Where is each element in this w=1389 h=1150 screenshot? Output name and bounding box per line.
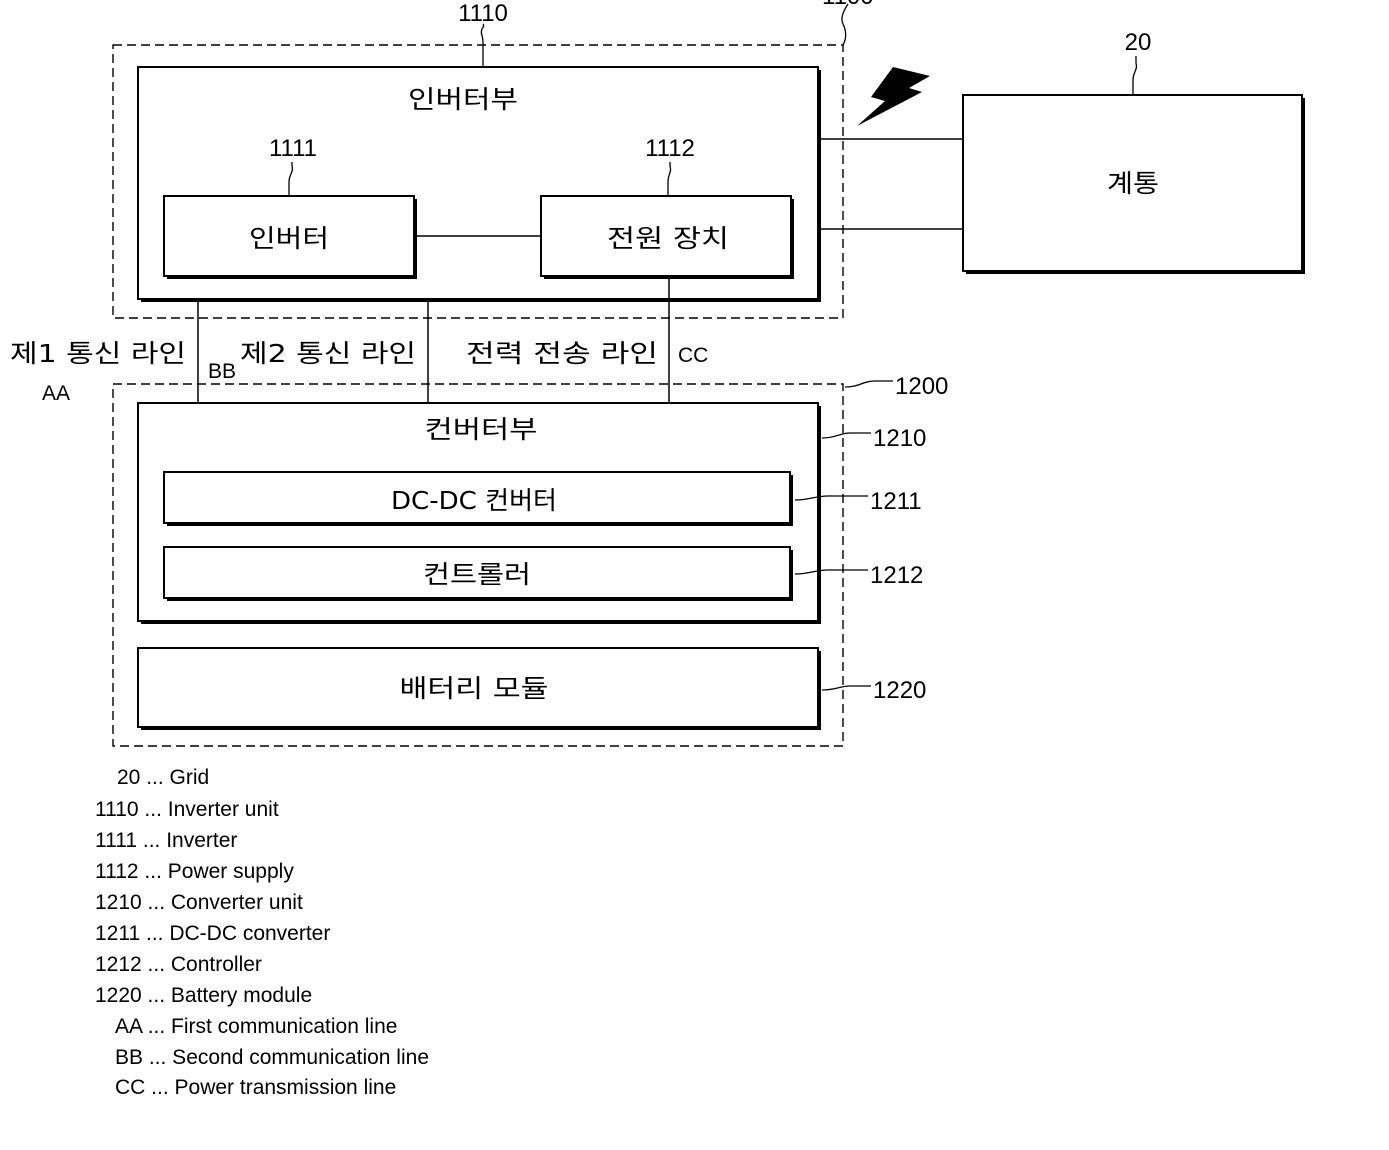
system-group-leader (842, 4, 848, 45)
first-comm-tag: AA (42, 382, 70, 405)
power-tx-label: 전력 전송 라인 (466, 339, 658, 368)
system-group-ref: 1100 (822, 0, 874, 10)
power-tx-tag: CC (678, 344, 708, 367)
power-supply-label: 전원 장치 (607, 224, 729, 253)
grid-label: 계통 (1107, 169, 1159, 198)
grid-ref: 20 (1125, 29, 1152, 56)
converter-unit-leader (822, 433, 871, 438)
legend-item: BB ... Second communication line (115, 1046, 429, 1069)
dcdc-ref: 1211 (870, 488, 922, 515)
grid-leader (1133, 56, 1136, 95)
battery-module-label: 배터리 모듈 (400, 674, 549, 703)
lightning-icon (857, 67, 930, 126)
legend-item: 1211 ... DC-DC converter (95, 922, 330, 945)
first-comm-label: 제1 통신 라인 (10, 339, 186, 368)
second-comm-label: 제2 통신 라인 (240, 339, 416, 368)
legend: 20 ... Grid 1110 ... Inverter unit 1111 … (95, 766, 429, 1099)
inverter-unit-title: 인버터부 (408, 85, 518, 114)
legend-item: 1110 ... Inverter unit (95, 798, 279, 821)
legend-item: AA ... First communication line (115, 1015, 397, 1038)
controller-label: 컨트롤러 (423, 560, 531, 589)
legend-item: 20 ... Grid (117, 766, 209, 789)
second-comm-tag: BB (208, 360, 236, 383)
controller-ref: 1212 (870, 562, 923, 589)
inverter-unit-ref: 1110 (458, 0, 508, 27)
legend-item: 1112 ... Power supply (95, 860, 294, 883)
power-supply-ref: 1112 (645, 135, 695, 162)
battery-group-ref: 1200 (895, 373, 948, 400)
legend-item: CC ... Power transmission line (115, 1076, 396, 1099)
converter-unit-ref: 1210 (873, 425, 926, 452)
converter-unit-title: 컨버터부 (425, 415, 538, 444)
battery-module-ref: 1220 (873, 677, 926, 704)
dcdc-label: DC-DC 컨버터 (391, 486, 557, 515)
inverter-ref: 1111 (269, 135, 317, 162)
battery-group-leader (845, 381, 893, 387)
legend-item: 1220 ... Battery module (95, 984, 312, 1007)
legend-item: 1212 ... Controller (95, 953, 262, 976)
inverter-label: 인버터 (249, 224, 329, 253)
legend-item: 1210 ... Converter unit (95, 891, 303, 914)
legend-item: 1111 ... Inverter (95, 829, 237, 852)
battery-module-leader (822, 686, 871, 690)
